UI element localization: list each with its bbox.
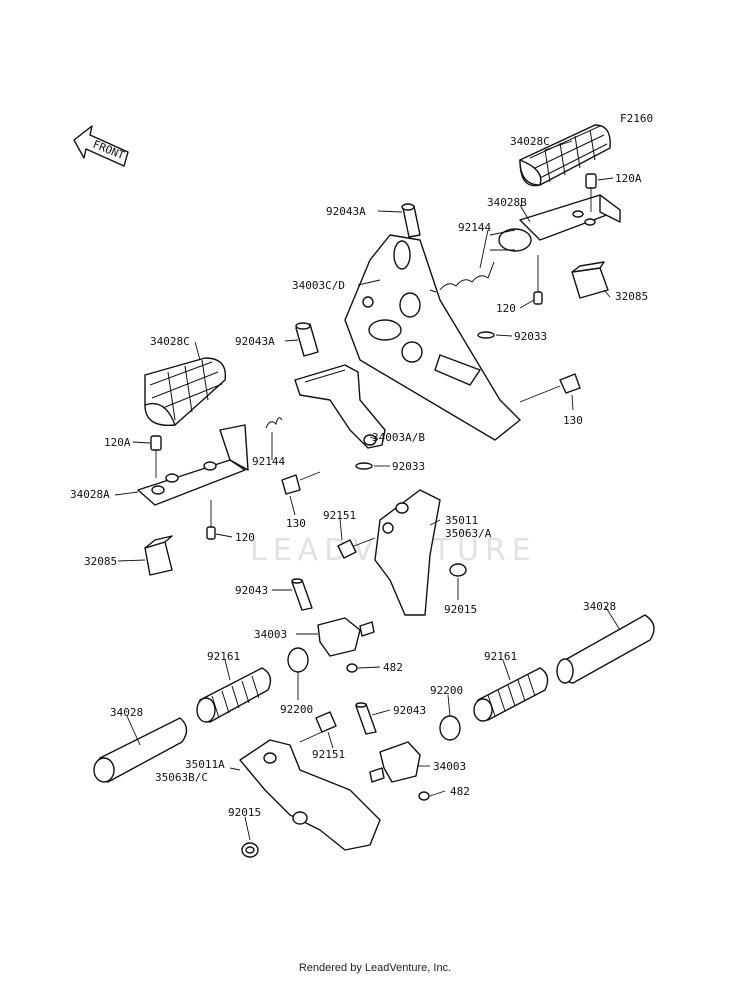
label-482-top: 482 — [383, 661, 403, 674]
label-120a-right: 120A — [615, 172, 642, 185]
footpeg-bracket-left — [137, 424, 249, 506]
mounting-plate — [344, 234, 521, 441]
front-arrow-icon: FRONT — [73, 125, 129, 167]
bolt-92151-bottom — [299, 711, 337, 743]
label-34003ab: 34003A/B — [372, 431, 425, 444]
pin-92043-middle — [355, 702, 377, 735]
footpeg-rubber-left — [144, 357, 227, 427]
label-120a-left: 120A — [104, 436, 131, 449]
grip-34028-left — [93, 717, 188, 783]
label-92144-left: 92144 — [252, 455, 285, 468]
label-34028-right: 34028 — [583, 600, 616, 613]
label-92043a-top: 92043A — [326, 205, 366, 218]
clip-482-top — [346, 663, 358, 673]
label-35063a: 35063/A — [445, 527, 492, 540]
peg-rubber-92161-left — [196, 667, 272, 723]
footrest-arm — [294, 364, 386, 449]
footrest-holder-upper — [374, 489, 441, 616]
label-482-bottom: 482 — [450, 785, 470, 798]
label-92200-left: 92200 — [280, 703, 313, 716]
label-92033-middle: 92033 — [392, 460, 425, 473]
label-34003-right: 34003 — [433, 760, 466, 773]
spring-92144-top — [429, 261, 495, 293]
label-35011a: 35011A — [185, 758, 225, 771]
label-35063bc: 35063B/C — [155, 771, 208, 784]
label-92161-right: 92161 — [484, 650, 517, 663]
label-34003-left: 34003 — [254, 628, 287, 641]
rubber-pad-left — [144, 535, 173, 576]
label-35011: 35011 — [445, 514, 478, 527]
bolt-130-right — [519, 373, 581, 403]
label-92033-top: 92033 — [514, 330, 547, 343]
pin-92043-left — [291, 578, 313, 611]
spring-92144-left — [265, 417, 283, 429]
peg-rubber-92161-right — [473, 667, 549, 722]
label-34028c-right: 34028C — [510, 135, 550, 148]
footrest-holder-lower — [239, 739, 381, 851]
label-34028c-left: 34028C — [150, 335, 190, 348]
pin-92043a-middle — [295, 322, 319, 357]
washer-92033-middle — [355, 462, 373, 470]
label-32085-left: 32085 — [84, 555, 117, 568]
clip-482-bottom — [418, 791, 430, 801]
footer-credit: Rendered by LeadVenture, Inc. — [298, 962, 452, 974]
washer-92200-left — [287, 647, 309, 673]
label-92043-left: 92043 — [235, 584, 268, 597]
leader-lines — [114, 140, 621, 841]
washer-92200-right — [439, 715, 461, 741]
bolt-120a-left — [150, 435, 162, 478]
label-92151-top: 92151 — [323, 509, 356, 522]
bolt-120a-right — [585, 173, 597, 212]
nut-92015-right — [449, 563, 467, 577]
bolt-120-right — [533, 255, 543, 305]
footrest-joint-left — [317, 617, 375, 657]
label-92151-bottom: 92151 — [312, 748, 345, 761]
label-130-left: 130 — [286, 517, 306, 530]
label-34003cd: 34003C/D — [292, 279, 345, 292]
label-34028-left: 34028 — [110, 706, 143, 719]
bolt-130-left — [281, 471, 321, 495]
figure-code: F2160 — [620, 112, 653, 125]
label-34028b: 34028B — [487, 196, 527, 209]
label-92015-left: 92015 — [228, 806, 261, 819]
grip-34028-right — [556, 614, 655, 684]
label-92043a-middle: 92043A — [235, 335, 275, 348]
label-92043-middle: 92043 — [393, 704, 426, 717]
label-92161-left: 92161 — [207, 650, 240, 663]
nut-92015-left — [241, 842, 259, 858]
label-120-left: 120 — [235, 531, 255, 544]
label-92144-top: 92144 — [458, 221, 491, 234]
washer-92033-top — [477, 331, 495, 339]
footpeg-rubber-right — [519, 124, 611, 187]
bolt-92151-top — [337, 537, 376, 559]
footpeg-bracket-right — [489, 194, 621, 252]
label-120-right: 120 — [496, 302, 516, 315]
label-34028a: 34028A — [70, 488, 110, 501]
label-130-right: 130 — [563, 414, 583, 427]
footrest-joint-right — [369, 741, 421, 783]
rubber-pad-right — [571, 261, 609, 299]
pin-92043a-top — [401, 203, 421, 238]
label-92015-right: 92015 — [444, 603, 477, 616]
bolt-120-left — [206, 500, 216, 540]
label-32085-right: 32085 — [615, 290, 648, 303]
label-92200-right: 92200 — [430, 684, 463, 697]
